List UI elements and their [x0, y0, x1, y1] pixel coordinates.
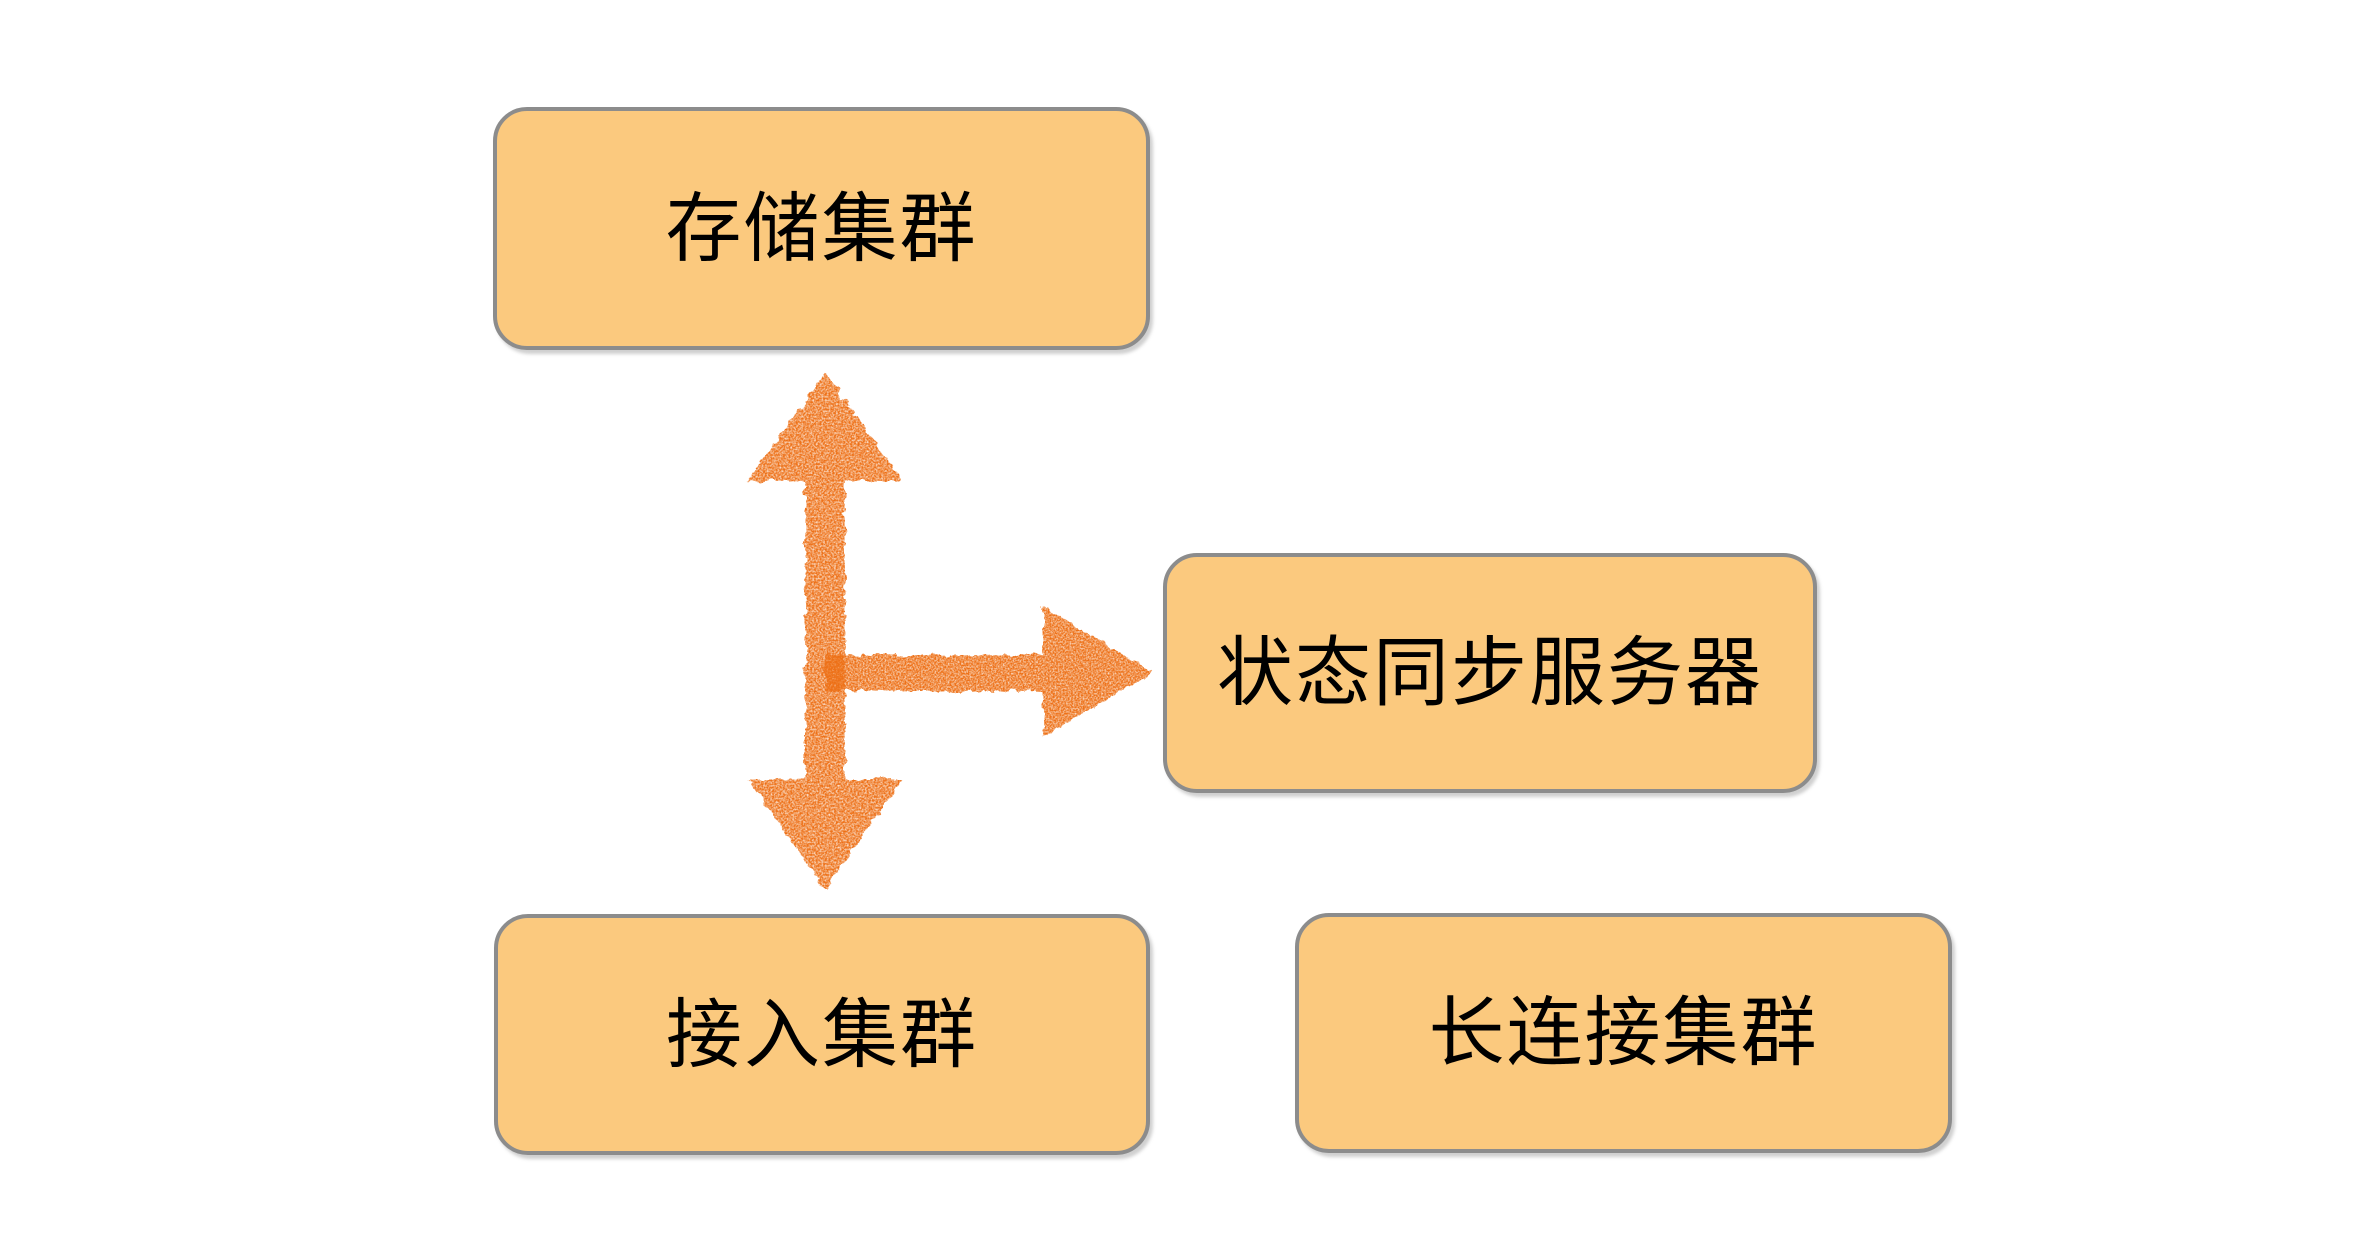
- node-access-cluster[interactable]: 接入集群: [494, 914, 1150, 1155]
- arrow-vertical-double: [747, 373, 903, 889]
- node-storage-cluster-label: 存储集群: [665, 183, 978, 273]
- node-state-sync-server[interactable]: 状态同步服务器: [1163, 553, 1817, 793]
- arrow-right-branch: [825, 607, 1153, 737]
- node-state-sync-server-label: 状态同步服务器: [1217, 628, 1763, 718]
- node-longconn-cluster[interactable]: 长连接集群: [1295, 913, 1952, 1153]
- node-storage-cluster[interactable]: 存储集群: [493, 107, 1150, 350]
- node-access-cluster-label: 接入集群: [666, 989, 978, 1079]
- node-longconn-cluster-label: 长连接集群: [1428, 988, 1819, 1078]
